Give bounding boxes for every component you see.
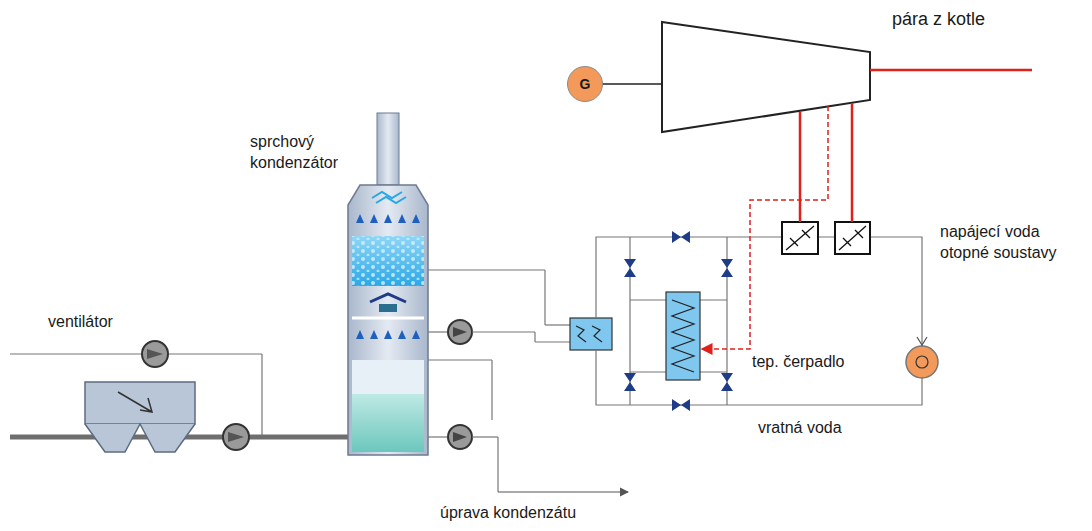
generator-circle: G xyxy=(567,66,603,102)
part-label: ventilátor xyxy=(48,312,168,333)
part-label: tep. čerpadlo xyxy=(752,352,892,373)
part-label: pára z kotle xyxy=(892,8,1072,31)
part-label: vratná voda xyxy=(758,418,898,439)
node-text: G xyxy=(580,76,591,92)
part-label: napájecí voda otopné soustavy xyxy=(940,222,1085,264)
part-label: úprava kondenzátu xyxy=(440,503,640,524)
part-label: sprchový kondenzátor xyxy=(250,132,362,174)
